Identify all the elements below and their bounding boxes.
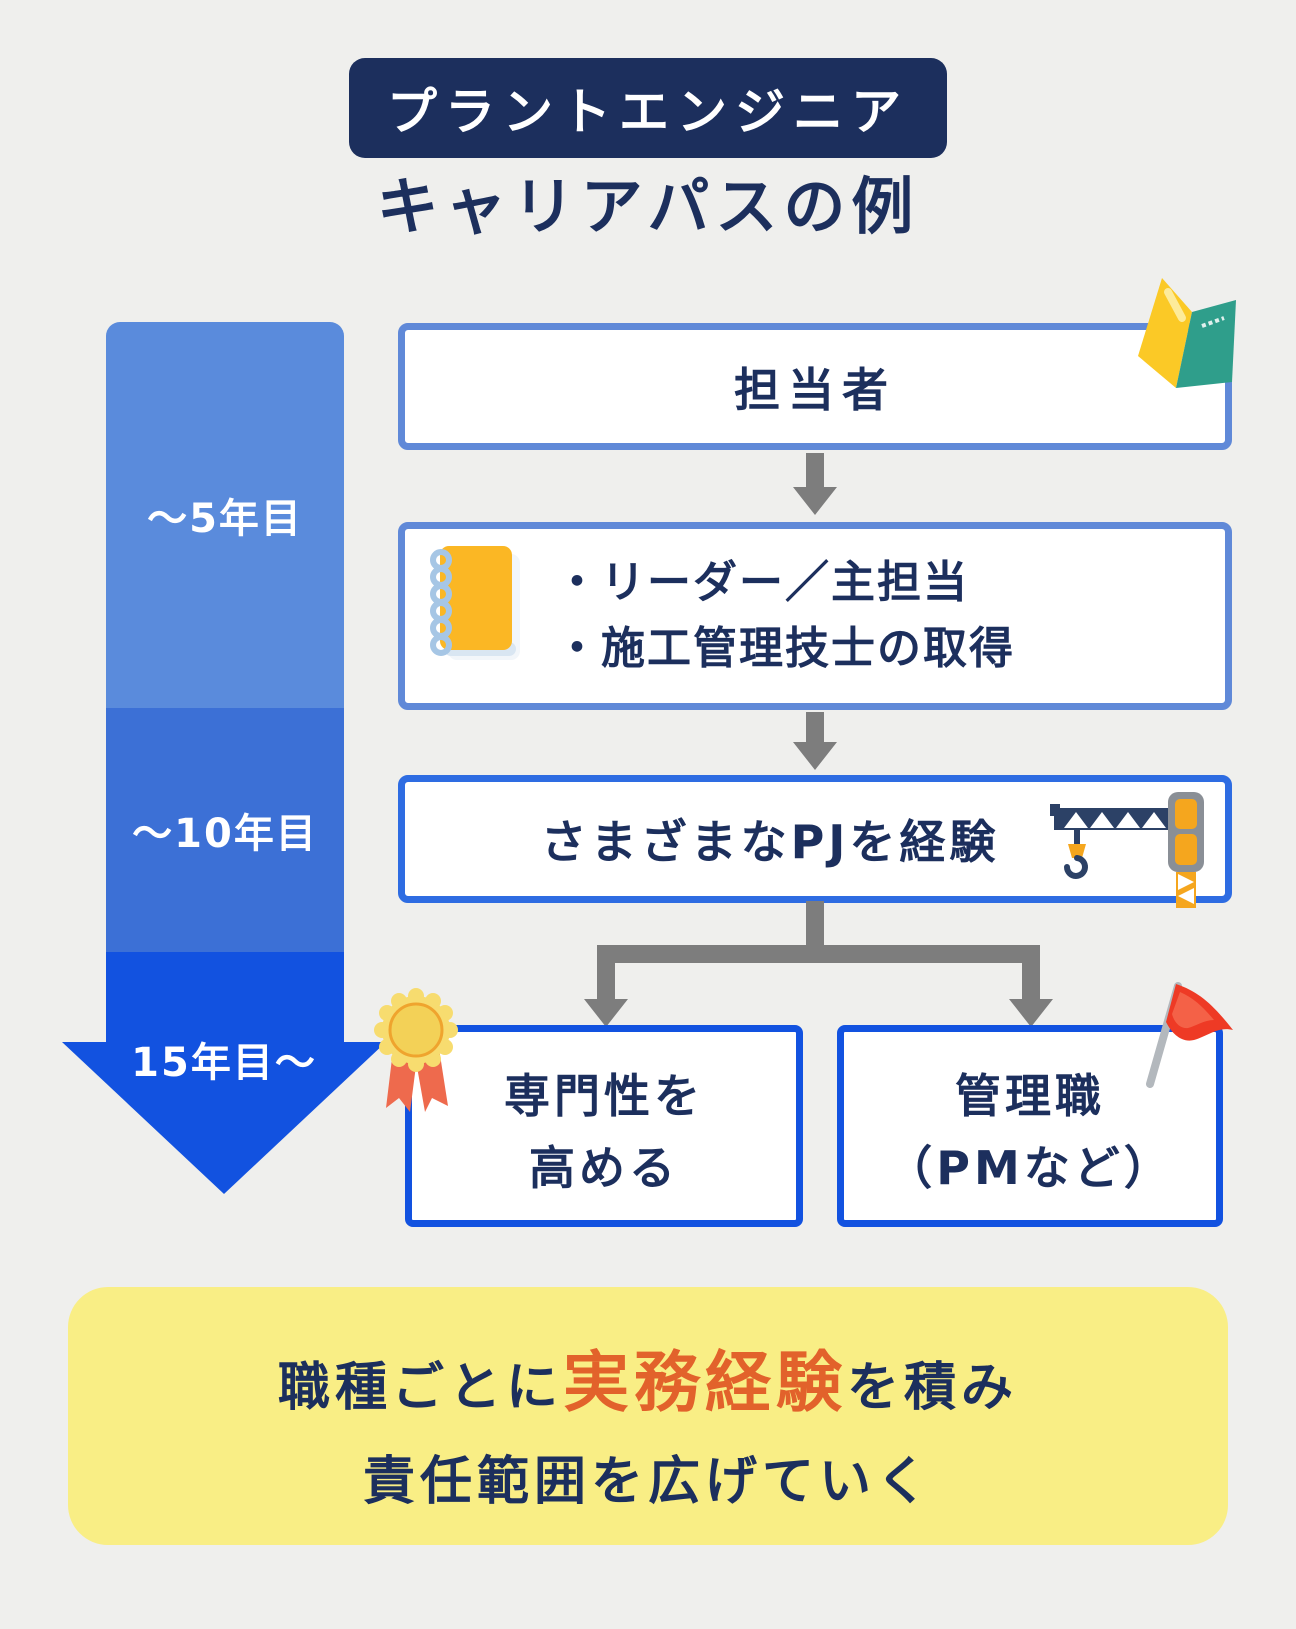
timeline-label-5years: 〜5年目 [147,496,303,542]
branch-right-line2: （PMなど） [886,1141,1174,1195]
flow-step-3-label: さまざまなPJを経験 [540,815,1000,869]
flow-arrow-1-shaft [806,453,824,489]
timeline-segment-10years: 〜10年目 [106,708,344,952]
branch-left-line1: 専門性を [504,1069,704,1123]
branch-left-box: 専門性を 高める [405,1025,803,1227]
badge-row: プラントエンジニア [0,58,1296,158]
flow-step-1-label: 担当者 [734,362,896,417]
red-flag-icon [1146,982,1233,1088]
branch-left-line2: 高める [529,1141,679,1195]
timeline-arrowhead [62,1042,386,1194]
tower-crane-icon [1050,792,1204,908]
branch-right-line1: 管理職 [955,1069,1105,1123]
timeline-label-15years: 15年目〜 [131,1040,317,1086]
flow-arrow-2-shaft [806,712,824,744]
branch-connector-drop-right [1022,961,1040,1001]
flow-arrow-1-head [793,487,837,515]
flow-step-2-box: ・リーダー／主担当 ・施工管理技士の取得 [398,522,1232,710]
flow-step-3-box: さまざまなPJを経験 [398,775,1232,903]
summary-line1-prefix: 職種ごとに [277,1358,563,1418]
branch-connector-bar [597,945,1040,963]
branch-connector-drop-left [597,961,615,1001]
summary-line2: 責任範囲を広げていく [362,1452,933,1512]
spiral-notebook-icon [430,546,520,660]
summary-line1: 職種ごとに 実務経験 を積み [68,1329,1228,1425]
flow-step-2-item-1: ・リーダー／主担当 [555,557,969,608]
job-title-badge: プラントエンジニア [349,58,947,158]
flow-step-2-item-2: ・施工管理技士の取得 [555,623,1015,674]
timeline-segment-15years [106,952,344,1044]
open-book-icon [1138,278,1236,388]
branch-arrow-right-head [1009,999,1053,1027]
summary-line1-highlight: 実務経験 [563,1344,847,1421]
branch-connector-stem [806,901,824,947]
branch-arrow-left-head [584,999,628,1027]
flow-step-1-box: 担当者 [398,323,1232,450]
summary-line1-suffix: を積み [847,1358,1019,1418]
branch-right-box: 管理職 （PMなど） [837,1025,1223,1227]
flow-arrow-2-head [793,742,837,770]
page-title: キャリアパスの例 [376,170,920,243]
timeline-label-10years: 〜10年目 [132,811,318,857]
award-medal-icon [374,988,458,1112]
timeline-segment-5years: 〜5年目 [106,322,344,708]
summary-banner: 職種ごとに 実務経験 を積み 責任範囲を広げていく [68,1287,1228,1545]
